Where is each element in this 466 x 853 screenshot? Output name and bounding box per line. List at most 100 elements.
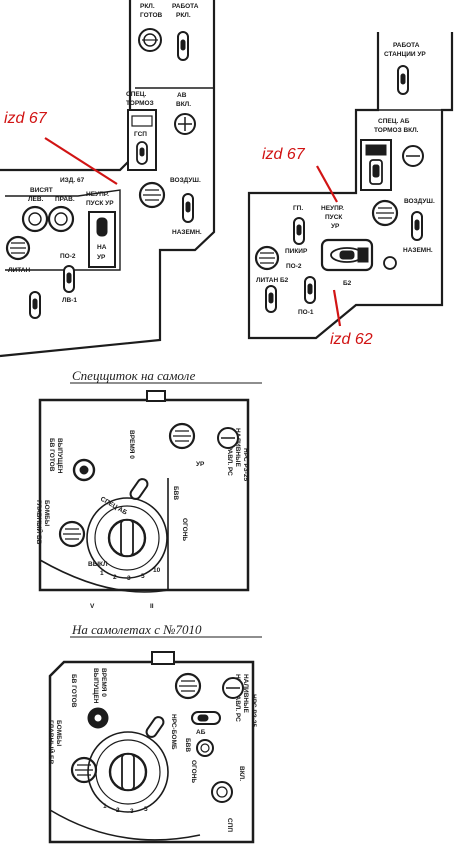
- label-d-nrs-bomb: НРС-БОМБ: [170, 714, 177, 750]
- label-unguided-b-1: НЕУПР.: [321, 205, 344, 212]
- label-d-nurs-2: НАЛИВНЫЕ: [242, 674, 249, 713]
- toggle-po2-a[interactable]: [63, 265, 75, 293]
- label-hang: ВИСЯТ: [30, 187, 53, 194]
- panel-b: РАБОТА СТАНЦИИ УР СПЕЦ. АБ ТОРМОЗ ВКЛ. Г…: [247, 32, 454, 340]
- label-d-spp: СПП: [226, 818, 233, 832]
- label-c-scale-3: 3: [127, 575, 131, 582]
- label-av-1: АВ: [177, 92, 187, 99]
- label-d-ab: АБ: [196, 729, 206, 736]
- toggle-air-ground-b[interactable]: [411, 211, 423, 241]
- lamp-d-top: [222, 677, 244, 699]
- label-ur: УР: [97, 254, 106, 261]
- caption-2: На самолетах с №7010: [71, 622, 202, 637]
- label-ground-a: НАЗЕМН.: [172, 229, 202, 236]
- label-unguided-b-3: УР: [331, 223, 340, 230]
- toggle-d-ab[interactable]: [191, 711, 221, 725]
- panel-a: РКЛ. ГОТОВ РАБОТА РКЛ. СПЕЦ. ТОРМОЗ АВ В…: [0, 0, 216, 358]
- label-d-bombs-ready: БВ ГОТОВ: [70, 674, 77, 708]
- label-air-b: ВОЗДУШ.: [404, 198, 435, 205]
- label-work-recl-1: РАБОТА: [172, 3, 199, 10]
- panel-b-outline: [247, 32, 454, 340]
- label-d-nurs-3: НРС РЗ-25: [250, 694, 257, 727]
- label-d-bvv: БВВ: [184, 738, 191, 752]
- annotation-izd62-text: izd 62: [330, 331, 373, 348]
- label-d-vkl: ВКЛ.: [238, 766, 245, 781]
- timer-dial-d[interactable]: [87, 731, 169, 813]
- panel-c-curve: [39, 559, 169, 593]
- label-d-scale-2: 2: [116, 807, 120, 814]
- lamp-c-left: [72, 458, 96, 482]
- annotation-izd62-line: [332, 289, 342, 327]
- label-c-scale-5: 5: [141, 573, 145, 580]
- label-work-recl-2: РКЛ.: [176, 12, 191, 19]
- label-c-nurs-3: НРС РЗ-25: [242, 448, 249, 481]
- label-po1: ПО-1: [298, 309, 314, 316]
- toggle-air-ground-a[interactable]: [182, 193, 194, 223]
- label-c-bombs-ready-2: БВ ГОТОВ: [48, 438, 55, 472]
- knob-d-top[interactable]: [174, 672, 202, 700]
- toggle-work-recl[interactable]: [177, 31, 189, 61]
- guarded-switch-b[interactable]: [360, 139, 392, 191]
- knob-litan-b[interactable]: [254, 245, 280, 271]
- knob-litan[interactable]: [5, 235, 31, 261]
- label-spec-brake-2: ТОРМОЗ: [126, 100, 154, 107]
- knob-c-bottom[interactable]: [58, 520, 86, 548]
- lamp-b2: [383, 256, 397, 270]
- label-ground-b: НАЗЕМН.: [403, 247, 433, 254]
- label-av-2: ВКЛ.: [176, 101, 191, 108]
- toggle-po1[interactable]: [304, 276, 316, 304]
- toggle-c-mid[interactable]: [129, 477, 150, 501]
- label-spec-av-1: СПЕЦ. АБ: [378, 118, 410, 125]
- label-right: ПРАВ.: [55, 196, 75, 203]
- toggle-lower-b[interactable]: [265, 285, 277, 313]
- label-d-fire: ОГОНЬ: [190, 760, 197, 783]
- knob-selector-a[interactable]: [138, 181, 166, 209]
- panel-c: ВЫПУЩЕН БВ ГОТОВ БОМБЫ ГЛАВНЫЙ БВ ВРЕМЯ …: [35, 390, 250, 610]
- panel-d-curve: [49, 809, 201, 841]
- bomb-selector-b[interactable]: [320, 238, 374, 272]
- label-c-bombs-1: БОМБЫ: [43, 500, 50, 526]
- label-c-bvv: БВВ: [172, 486, 179, 500]
- label-b2: Б2: [343, 280, 352, 287]
- label-c-nurs-2: НАЛИВНЫЕ: [234, 428, 241, 467]
- label-d-scale-3: 3: [130, 808, 134, 815]
- label-litan: ЛИТАН: [8, 267, 30, 274]
- knob-c-top[interactable]: [168, 422, 196, 450]
- label-c-ur: УР: [196, 461, 205, 468]
- toggle-d-mid[interactable]: [145, 715, 166, 739]
- toggle-work-station[interactable]: [397, 65, 409, 95]
- brake-switch-box[interactable]: ГСП: [127, 109, 157, 171]
- label-spec-av-2: ТОРМОЗ ВКЛ.: [374, 127, 419, 134]
- label-po2-a: ПО-2: [60, 253, 76, 260]
- annotation-izd62: izd 62: [330, 289, 373, 348]
- label-d-bombs-1: БОМБЫ: [55, 720, 62, 746]
- panel-a-group-box: [5, 189, 121, 271]
- label-c-bombs-ready-1: ВЫПУЩЕН: [56, 438, 63, 474]
- annotation-izd67-a-text: izd 67: [4, 110, 48, 127]
- label-d-scale-5: 5: [144, 806, 148, 813]
- annotation-izd67-b-line: [316, 165, 338, 203]
- label-c-scale-2: 2: [113, 574, 117, 581]
- panel-d-tab: [151, 651, 175, 665]
- label-c-scale-10: 10: [153, 567, 161, 574]
- label-d-release-1: ВРЕМЯ 0: [100, 668, 107, 697]
- label-po2-b: ПО-2: [286, 263, 302, 270]
- label-spec-brake-1: СПЕЦ.: [126, 91, 146, 98]
- label-gsp: ГСП: [134, 131, 147, 138]
- timer-dial-c[interactable]: [86, 497, 168, 579]
- label-c-bottom-v: V: [90, 603, 95, 610]
- toggle-lower-a[interactable]: [29, 291, 41, 319]
- knob-d-bottom[interactable]: [70, 756, 98, 784]
- switch-na-ur[interactable]: НА УР: [88, 211, 116, 268]
- panel-a-outer-edge: [0, 0, 216, 358]
- label-dive: ПИКИР: [285, 248, 308, 255]
- toggle-gp[interactable]: [293, 217, 305, 245]
- annotation-izd67-b: izd 67: [262, 146, 338, 203]
- label-c-bombs-2: ГЛАВНЫЙ БВ: [35, 500, 44, 545]
- label-unguided-1: НЕУПР.: [86, 191, 109, 198]
- lamp-d-left: [87, 707, 109, 729]
- annotation-izd67-a-line: [44, 137, 118, 185]
- knob-selector-b[interactable]: [371, 199, 399, 227]
- lamp-av: [174, 113, 196, 135]
